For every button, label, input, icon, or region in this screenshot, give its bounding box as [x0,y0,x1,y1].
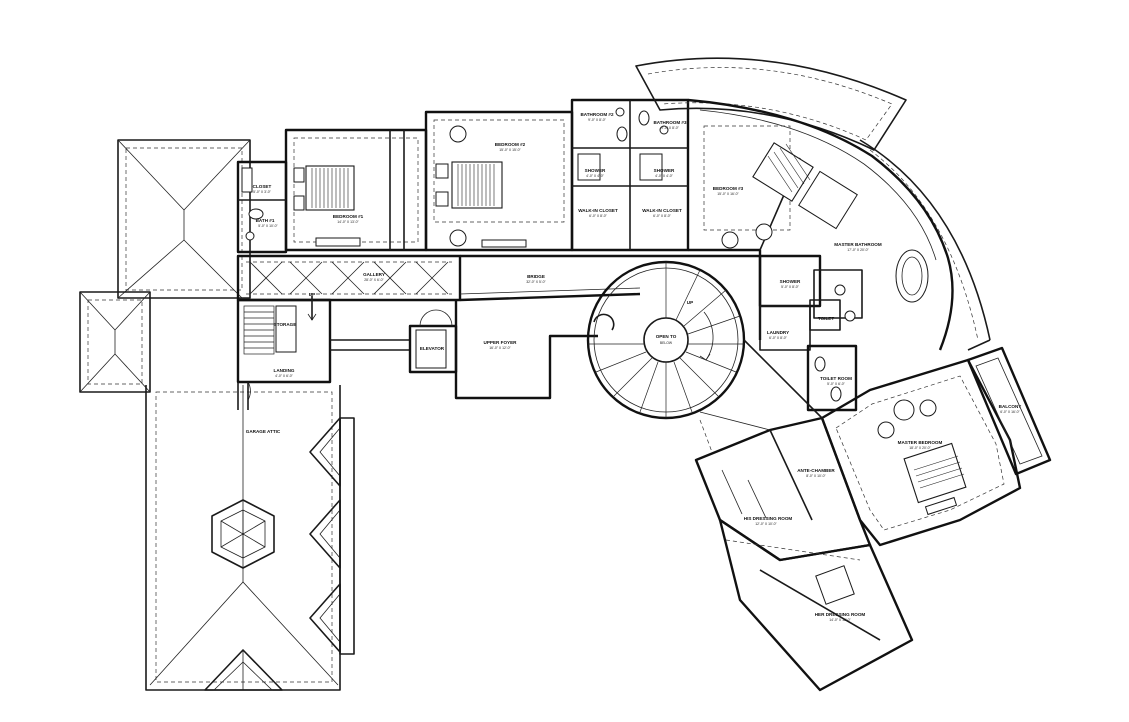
her-dressing-dim: 14'-0" X 12'-0" [829,618,851,622]
master-bath-label: MASTER BATHROOM [834,242,882,247]
master-bedroom-label: MASTER BEDROOM [898,440,943,445]
toilet-label: TOILET [818,316,834,321]
bath1-dim: 5'-0" X 10'-0" [258,224,278,228]
bridge-label: BRIDGE [527,274,545,279]
main-stair [236,296,332,410]
closet-dim: 5'-0" X 3'-0" [253,190,271,194]
connector-walls [699,339,823,453]
bedroom3-dim: 15'-0" X 16'-0" [717,192,739,196]
balcony-dim: 6'-0" X 16'-0" [1000,410,1020,414]
toilet-room-label: TOILET ROOM [820,376,852,381]
bedroom-1-bed [293,165,361,247]
bathroom2-label: BATHROOM #2 [580,112,614,117]
bedroom-wing-walls [236,110,574,254]
ante-chamber-dim: 8'-0" X 10'-0" [806,474,826,478]
bath1-label: BATH #1 [256,218,275,223]
ante-chamber-label: ANTE-CHAMBER [797,468,835,473]
shower1-label: SHOWER [585,168,606,173]
shower2-dim: 4'-0" X 4'-0" [655,174,673,178]
bedroom-2-bed [435,125,527,248]
upper-foyer-dim: 16'-0" X 12'-0" [489,346,511,350]
elevator-box [408,309,458,374]
laundry-label: LAUNDRY [767,330,789,335]
garage-attic-roof [145,385,355,691]
shared-bath-block [570,98,690,252]
walkin1-dim: 6'-0" X 8'-0" [589,214,607,218]
bedroom3-label: BEDROOM #3 [713,186,744,191]
curved-terrace [635,57,991,351]
landing-corridor [330,339,410,351]
shower-laundry-toilet [758,254,863,412]
balcony-label: BALCONY [999,404,1022,409]
gallery-walls [236,254,462,302]
bedroom2-label: BEDROOM #2 [495,142,526,147]
landing-label: LANDING [274,368,295,373]
bathroom2-dim: 9'-0" X 8'-0" [588,118,606,122]
garage-roof-upper [117,139,251,299]
up-marker: UP [309,292,315,297]
balcony-walls [966,346,1052,476]
open-to-below-label: OPEN TO [656,334,677,339]
shower2-label: SHOWER [654,168,675,173]
shower-master-dim: 5'-0" X 8'-0" [781,285,799,289]
up-marker-2: UP [687,300,693,305]
bathtub-icon [895,249,929,303]
bathroom3-label: BATHROOM #3 [653,120,687,125]
upper-foyer-label: UPPER FOYER [484,340,518,345]
bedroom-3-bed [752,142,814,202]
closet-and-bath [238,167,286,241]
walkin2-label: WALK-IN CLOSET [642,208,682,213]
landing-dim: 4'-0" X 6'-0" [275,374,293,378]
left-porch-roof [79,291,151,393]
shower-master-label: SHOWER [780,279,801,284]
bedroom1-label: BEDROOM #1 [333,214,364,219]
master-bed [903,442,967,504]
bathroom3-dim: 9'-0" X 8'-0" [661,126,679,130]
garage-attic-label: GARAGE ATTIC [246,429,281,434]
bedroom2-dim: 15'-0" X 15'-0" [499,148,521,152]
her-dressing-label: HER DRESSING ROOM [815,612,866,617]
laundry-dim: 6'-0" X 8'-0" [769,336,787,340]
upper-foyer-walls [454,300,598,400]
toilet-room-dim: 5'-0" X 6'-0" [827,382,845,386]
shower1-dim: 4'-0" X 4'-0" [586,174,604,178]
master-bedroom-walls [820,358,1022,547]
open-to-below-dim: BELOW [660,341,673,345]
gallery-dim: 28'-0" X 6'-0" [364,278,384,282]
bedroom1-dim: 14'-0" X 13'-0" [337,220,359,224]
dressing-wing [694,416,914,692]
walkin1-label: WALK-IN CLOSET [578,208,618,213]
his-dressing-dim: 12'-0" X 10'-0" [755,522,777,526]
master-bath-dim: 17'-0" X 20'-0" [847,248,869,252]
curved-stair [586,260,746,420]
toilet-icon [248,208,264,220]
closet-label: CLOSET [253,184,272,189]
master-bedroom-dim: 18'-0" X 20'-0" [909,446,931,450]
sink-icon [245,231,255,241]
elevator-label: ELEVATOR [420,346,445,351]
his-dressing-label: HIS DRESSING ROOM [744,516,793,521]
bridge-dim: 32'-0" X 5'-0" [526,280,546,284]
walkin2-dim: 6'-0" X 8'-0" [653,214,671,218]
bedroom-3-and-master-bath [687,98,954,351]
gallery-label: GALLERY [363,272,385,277]
storage-label: STORAGE [274,322,297,327]
